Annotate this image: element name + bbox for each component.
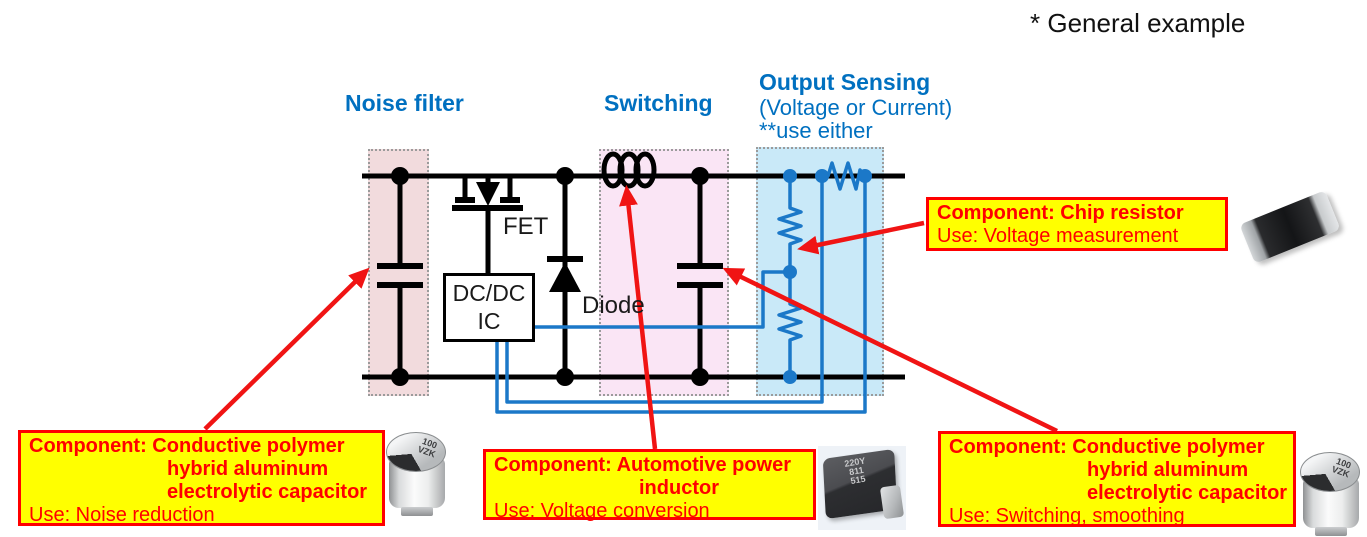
current-sense-wire-1: [505, 176, 824, 404]
input-capacitor-symbol: [377, 176, 423, 377]
callout-power-inductor-l2: inductor: [639, 477, 719, 499]
inductor-symbol: [601, 151, 657, 189]
output-sensing-title: Output Sensing: [759, 69, 931, 95]
section-label-noise-filter: Noise filter: [345, 90, 464, 116]
section-label-switching: Switching: [604, 90, 713, 116]
callout-input-capacitor-use: Use: Noise reduction: [29, 504, 215, 526]
power-rails: [362, 173, 905, 380]
fet-symbol: [452, 176, 523, 273]
callout-output-capacitor-l1: Component: Conductive polymer: [949, 436, 1265, 458]
output-sensing-subtitle: (Voltage or Current): [759, 95, 953, 120]
callout-input-capacitor-l3: electrolytic capacitor: [167, 481, 368, 503]
callout-output-capacitor-l3: electrolytic capacitor: [1087, 482, 1288, 504]
diode-symbol: [547, 176, 583, 377]
sensing-network: [495, 161, 867, 414]
arrow-to-output-capacitor: [722, 267, 1058, 434]
capacitor-lead: [401, 507, 433, 516]
sensing-junction-dots: [783, 169, 872, 384]
ic-label-line1: DC/DC: [452, 280, 526, 306]
callout-chip-resistor: Component: Chip resistor Use: Voltage me…: [926, 197, 1228, 251]
arrow-to-inductor: [619, 184, 658, 450]
callout-chip-resistor-component: Component: Chip resistor: [937, 202, 1184, 224]
callout-power-inductor-l1: Component: Automotive power: [494, 454, 792, 476]
arrow-to-chip-resistor: [797, 220, 925, 255]
photo-chip-resistor: [1238, 190, 1342, 264]
arrow-to-input-capacitor: [203, 267, 370, 431]
capacitor-top: 100 VZK: [386, 432, 446, 472]
callout-input-capacitor-l2: hybrid aluminum: [167, 458, 329, 480]
capacitor-lead: [1315, 527, 1347, 536]
section-label-output-sensing: Output Sensing (Voltage or Current) **us…: [759, 69, 952, 142]
fet-label: FET: [503, 213, 549, 240]
photo-output-capacitor: 100 VZK: [1300, 452, 1362, 536]
output-sensing-note: **use either: [759, 118, 873, 143]
photo-input-capacitor: 100 VZK: [386, 432, 448, 516]
ic-label-line2: IC: [477, 308, 501, 334]
callout-input-capacitor-l1: Component: Conductive polymer: [29, 435, 345, 457]
callout-output-capacitor-l2: hybrid aluminum: [1087, 459, 1249, 481]
callout-chip-resistor-use: Use: Voltage measurement: [937, 225, 1179, 247]
callout-arrows: [203, 184, 1058, 450]
callout-power-inductor-use: Use: Voltage conversion: [494, 500, 710, 522]
callout-power-inductor: Component: Automotive power inductor Use…: [483, 449, 816, 522]
junction-dots: [391, 167, 709, 386]
callout-output-capacitor-use: Use: Switching, smoothing: [949, 505, 1185, 527]
diode-label: Diode: [582, 292, 645, 319]
current-sense-wire-2: [495, 176, 867, 414]
capacitor-polarity-mark: [387, 433, 445, 471]
capacitor-polarity-mark: [1301, 453, 1359, 491]
inductor-terminal: [879, 484, 905, 520]
inductor-marking: 220Y 811 515: [844, 455, 869, 486]
photo-power-inductor: 220Y 811 515: [818, 446, 906, 530]
feedback-wire: [535, 270, 790, 329]
output-capacitor-symbol: [677, 176, 723, 377]
dcdc-ic-box: DC/DC IC: [443, 273, 535, 342]
callout-input-capacitor: Component: Conductive polymer hybrid alu…: [18, 430, 385, 526]
general-example-note: * General example: [1030, 8, 1246, 38]
chip-resistor-image: [1239, 190, 1341, 264]
capacitor-top: 100 VZK: [1300, 452, 1360, 492]
callout-output-capacitor: Component: Conductive polymer hybrid alu…: [938, 431, 1296, 527]
